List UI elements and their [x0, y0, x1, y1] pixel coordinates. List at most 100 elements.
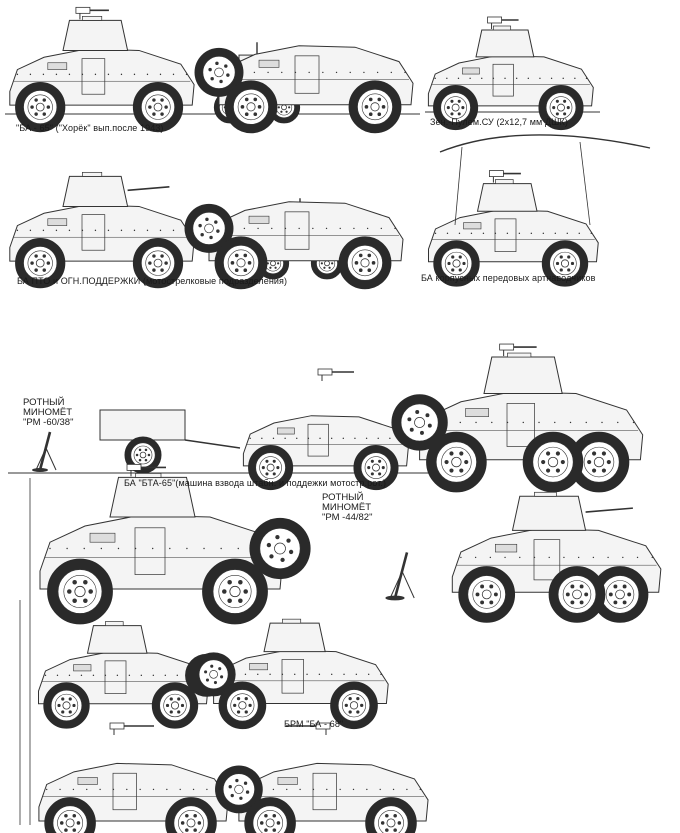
mortar-82 [385, 552, 415, 601]
ba-gun-6x6 [451, 491, 662, 623]
caption-korpus: БА корпусных передовых артнаводчиков [421, 273, 596, 283]
turret [475, 29, 535, 58]
ba68-side-2 [191, 618, 389, 730]
hatch [282, 618, 302, 624]
turret [86, 625, 148, 654]
wheel [338, 236, 392, 290]
wheel [44, 797, 96, 833]
hatch [104, 621, 124, 626]
machine-gun [317, 368, 354, 381]
door [112, 772, 137, 811]
ba-6x6-side [391, 343, 644, 493]
mortar-label-60-line3: "РМ -60/38" [23, 417, 74, 428]
hatch [82, 15, 103, 21]
wheel [15, 81, 66, 133]
machine-gun [499, 343, 537, 357]
mortar-label-82-line2: МИНОМЁТ [322, 502, 372, 513]
wheel [248, 445, 294, 491]
wheel [224, 80, 278, 134]
vision-slot [465, 408, 489, 417]
tow-bar [184, 439, 241, 449]
bta65-side [242, 415, 409, 491]
spare-wheel [184, 203, 234, 253]
wheel [538, 85, 584, 131]
wheel [43, 682, 90, 729]
caption-zen-su: Зен.-Пулем.СУ (2х12,7 мм ДШК) [430, 117, 568, 127]
bipod-leg [389, 571, 403, 599]
ba68-mg-side-2 [215, 762, 429, 833]
wheel [568, 431, 630, 493]
antenna-mast [454, 146, 463, 226]
vision-slot [462, 67, 480, 75]
bipod-leg [401, 571, 415, 599]
mortar-label-60: РОТНЫЙ МИНОМЁТ "РМ -60/38" [23, 398, 73, 428]
wheel [433, 240, 480, 287]
baseplate [32, 468, 48, 472]
wheel [348, 80, 402, 134]
mortar-label-60-line1: РОТНЫЙ [23, 397, 65, 408]
wheel [47, 558, 113, 625]
spare-wheel [215, 765, 263, 814]
caption-bta65: БА "БТА-65"(машина взвода штабн. и подде… [124, 478, 387, 488]
wheel [214, 236, 268, 290]
trailer-body [99, 409, 186, 441]
vision-slot [494, 543, 518, 553]
vision-slot [77, 777, 98, 785]
zen-su-side [427, 16, 594, 131]
door [492, 63, 514, 97]
turret [476, 183, 538, 212]
wheel [151, 682, 199, 729]
ba65-rear-side [194, 45, 414, 134]
wheel [132, 237, 184, 289]
vision-slot [249, 663, 268, 671]
hatch [82, 171, 103, 177]
caption-ba68: БРМ "БА - 68" [284, 719, 344, 729]
vision-slot [47, 62, 68, 70]
hatch [135, 473, 162, 478]
wheel [365, 797, 417, 833]
vision-slot [89, 532, 116, 543]
baseplate [385, 595, 405, 601]
spare-wheel [194, 47, 244, 97]
caption-pto: БА ПТО и ОГН.ПОДДЕРЖКИ (мотострелковые п… [17, 276, 288, 286]
door [81, 58, 106, 95]
vision-slot [277, 427, 295, 435]
antenna-frame [439, 134, 651, 153]
door [81, 214, 106, 251]
wheel [548, 566, 606, 623]
door [281, 659, 304, 694]
wheel [522, 431, 584, 493]
mortar-label-60-line2: МИНОМЁТ [23, 407, 73, 418]
wheel [132, 81, 184, 133]
machine-gun [75, 6, 109, 20]
spare-wheel [191, 652, 236, 697]
caption-ba65: "БА - 65" ("Хорёк" вып.после 1943) [16, 123, 164, 133]
door [506, 403, 535, 447]
spare-wheel [391, 394, 448, 451]
wheel [426, 431, 487, 493]
antenna-mast [579, 141, 591, 226]
bipod-leg [45, 447, 57, 471]
hatch [534, 491, 557, 497]
ba68-mg-side-1 [38, 762, 229, 833]
turret [483, 356, 563, 394]
mortar-60 [32, 431, 57, 472]
mortar-label-82-line3: "РМ -44/82" [322, 512, 373, 523]
vision-slot [47, 218, 68, 226]
turret [263, 622, 326, 653]
wheel [165, 797, 217, 833]
door [312, 772, 337, 811]
spare-wheel [249, 517, 311, 580]
wheel [218, 681, 267, 730]
vision-slot [277, 777, 298, 785]
turret [511, 495, 587, 531]
wheel [244, 797, 296, 833]
machine-gun [109, 722, 154, 735]
wheel [202, 558, 268, 625]
wheel [458, 566, 516, 623]
turret [109, 476, 196, 518]
machine-gun [488, 170, 521, 183]
machine-gun [487, 16, 519, 29]
